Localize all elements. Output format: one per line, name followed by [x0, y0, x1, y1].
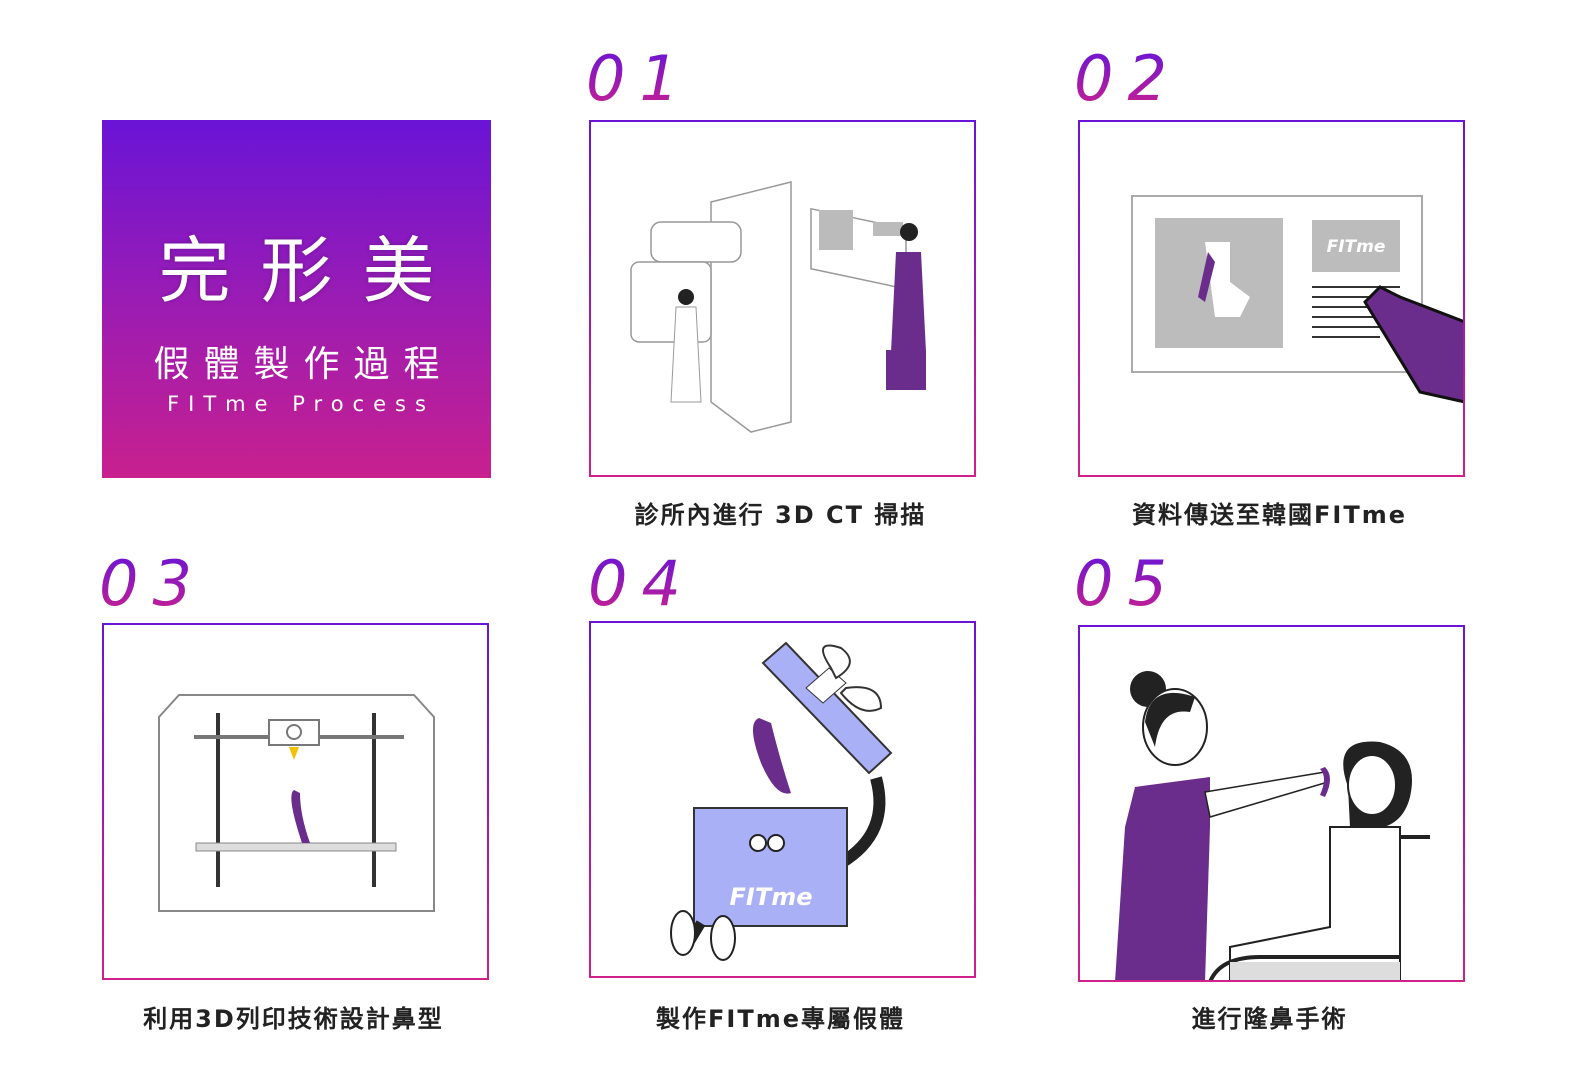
step-caption-05: 進行隆鼻手術	[1191, 1005, 1348, 1033]
title-subtitle: 假體製作過程	[153, 344, 454, 385]
step-caption-04: 製作FITme專屬假體	[656, 1005, 905, 1033]
data-transfer-illustration: FITme	[1131, 195, 1463, 404]
step-card-05	[1078, 625, 1465, 982]
fitme-logo: FITme	[1327, 237, 1386, 257]
step-card-02: FITme	[1078, 120, 1465, 477]
brand-name: 完形美	[158, 229, 465, 313]
fitme-box-logo: FITme	[730, 883, 813, 911]
ct-scan-illustration	[630, 181, 926, 433]
step-number-02: 02	[1074, 42, 1181, 115]
title-english: FITme Process	[167, 392, 435, 416]
step-card-04: FITme	[589, 621, 976, 978]
implant-gift-illustration: FITme	[670, 641, 893, 961]
title-panel: 完形美 假體製作過程 FITme Process	[102, 120, 491, 478]
step-card-01	[589, 120, 976, 477]
step-number-05: 05	[1074, 547, 1181, 620]
step-number-01: 01	[586, 42, 693, 115]
step-number-04: 04	[588, 547, 695, 620]
step-card-03	[102, 623, 489, 980]
step-number-03: 03	[99, 547, 206, 620]
3d-printer-illustration	[158, 694, 435, 912]
step-caption-02: 資料傳送至韓國FITme	[1132, 501, 1407, 529]
step-caption-03: 利用3D列印技術設計鼻型	[143, 1005, 444, 1033]
step-caption-01: 診所內進行 3D CT 掃描	[634, 501, 927, 529]
surgery-illustration	[1115, 671, 1430, 980]
